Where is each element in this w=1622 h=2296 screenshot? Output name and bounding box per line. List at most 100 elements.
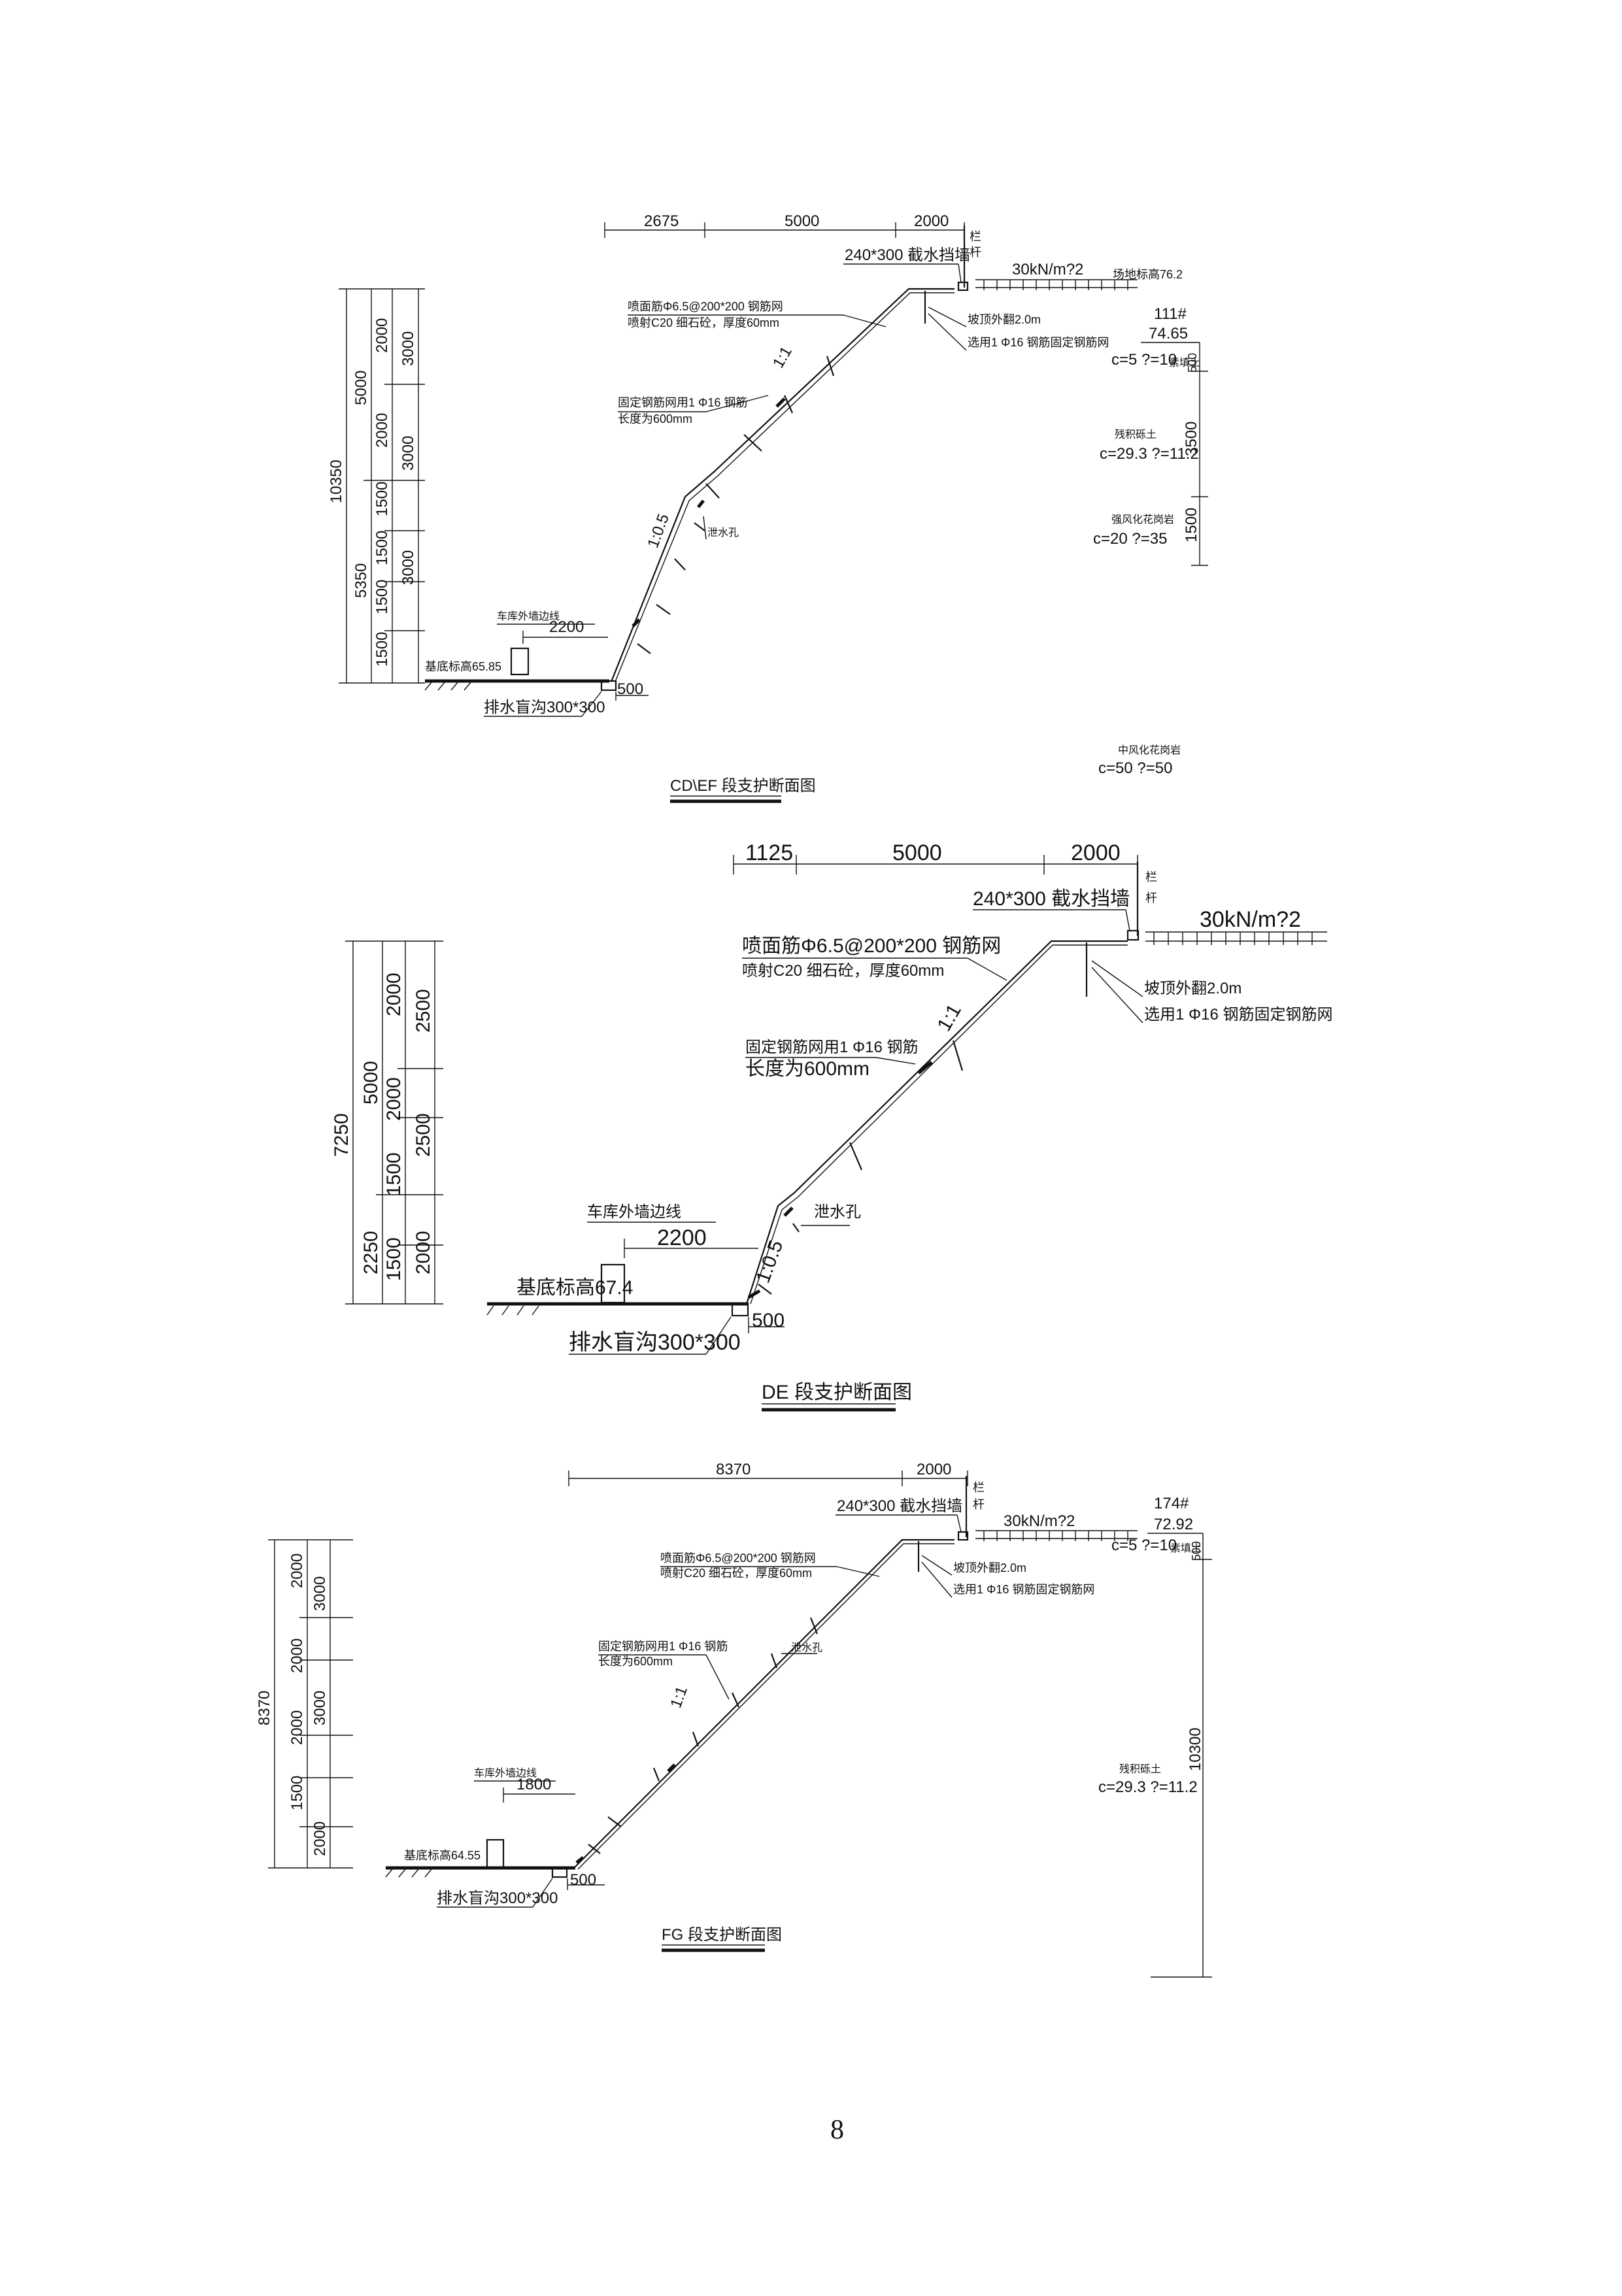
s1-soil-1: 素填土 — [1169, 357, 1200, 369]
s2-left-lower: 2250 — [360, 1231, 382, 1274]
s2-fix-line2: 长度为600mm — [745, 1058, 870, 1080]
s1-soil-4: 中风化花岗岩 — [1118, 744, 1181, 756]
s3-right-dim-1: 500 — [1190, 1541, 1203, 1561]
s3-fix-line1: 固定钢筋网用1 Φ16 钢筋 — [598, 1640, 728, 1653]
s1-bench-6: 1500 — [373, 632, 391, 667]
s1-mesh-line1: 喷面筋Φ6.5@200*200 钢筋网 — [628, 300, 783, 313]
s2-load: 30kN/m?2 — [1200, 907, 1301, 932]
s2-top-dim-3: 2000 — [1071, 840, 1121, 865]
s3-wall-label: 240*300 截水挡墙 — [837, 1497, 962, 1515]
s1-railing-bottom: 杆 — [970, 246, 981, 259]
s2-dim-500: 500 — [752, 1310, 785, 1331]
s1-soil-3: 强风化花岗岩 — [1111, 514, 1174, 525]
s1-soil-2: 残积砾土 — [1115, 429, 1157, 441]
s1-mesh-line2: 喷射C20 细石砼，厚度60mm — [628, 316, 779, 329]
s2-ditch: 排水盲沟300*300 — [569, 1330, 741, 1355]
s1-bench-3: 1500 — [373, 482, 391, 516]
s1-inner-3: 3000 — [399, 550, 417, 585]
s3-bench-2: 2000 — [288, 1639, 306, 1673]
s3-railing-top: 栏 — [973, 1481, 985, 1494]
s1-base-elev: 基底标高65.85 — [425, 660, 501, 673]
s2-railing-top: 栏 — [1145, 871, 1157, 884]
s3-soil-nails — [588, 1541, 920, 1854]
s2-top-dim-2: 5000 — [892, 840, 942, 865]
s1-top-dim-2: 5000 — [785, 212, 819, 230]
s1-right-dim-2: 3500 — [1183, 422, 1200, 456]
s1-soil-nails — [637, 291, 926, 654]
s1-c-phi-2: c=29.3 ?=11.2 — [1100, 445, 1199, 463]
s2-soil-nails — [758, 942, 1088, 1295]
s2-top-dim-1: 1125 — [745, 840, 793, 865]
s3-bench-4: 1500 — [288, 1776, 306, 1810]
s1-title: CD\EF 段支护断面图 — [670, 777, 816, 795]
s1-c-phi-1: c=5 ?=10 — [1111, 351, 1177, 369]
s1-c-phi-3: c=20 ?=35 — [1093, 530, 1167, 548]
s2-bench-4: 1500 — [383, 1237, 405, 1281]
s1-top-dim-3: 2000 — [914, 212, 949, 230]
s1-inner-1: 3000 — [399, 331, 417, 366]
s3-mesh-line1: 喷面筋Φ6.5@200*200 钢筋网 — [660, 1552, 816, 1565]
s1-ground-elev: 场地标高76.2 — [1113, 268, 1183, 281]
s2-fix-line1: 固定钢筋网用1 Φ16 钢筋 — [745, 1039, 919, 1056]
s1-borehole-elev: 74.65 — [1149, 325, 1188, 342]
s3-crest-line1: 坡顶外翻2.0m — [953, 1561, 1026, 1574]
s1-borehole: 111# — [1154, 305, 1187, 323]
s1-slope-upper: 1:1 — [769, 344, 796, 371]
s1-crest-line1: 坡顶外翻2.0m — [968, 313, 1041, 326]
section-fg: 8370 2000 栏 杆 240*300 截水挡墙 30kN/m?2 174#… — [256, 1461, 1212, 1978]
s2-bench-3: 1500 — [383, 1152, 405, 1196]
s2-wall-label: 240*300 截水挡墙 — [973, 888, 1130, 910]
section-cdef: 2675 5000 2000 栏 杆 240*300 截水挡墙 30kN/m?2… — [328, 212, 1208, 803]
page-number: 8 — [830, 2115, 844, 2145]
s2-drain-hole: 泄水孔 — [814, 1203, 861, 1221]
s2-left-upper: 5000 — [360, 1061, 382, 1105]
s1-left-total: 10350 — [328, 459, 345, 503]
s3-drain-hole: 泄水孔 — [791, 1642, 822, 1654]
s3-railing-bottom: 杆 — [973, 1498, 985, 1511]
section-de: 1125 5000 2000 栏 杆 240*300 截水挡墙 30kN/m?2 — [331, 840, 1333, 1412]
s2-car-line: 车库外墙边线 — [587, 1203, 681, 1221]
s1-bench-4: 1500 — [373, 531, 391, 565]
s1-ditch: 排水盲沟300*300 — [484, 699, 605, 716]
s3-fix-line2: 长度为600mm — [598, 1655, 673, 1668]
s2-load-arrows — [1153, 932, 1313, 945]
s3-slope: 1:1 — [667, 1684, 691, 1710]
s2-crest-line1: 坡顶外翻2.0m — [1144, 980, 1242, 997]
s3-borehole-elev: 72.92 — [1154, 1516, 1193, 1533]
s3-soil-1: 素填土 — [1170, 1542, 1202, 1554]
s1-fix-line2: 长度为600mm — [618, 412, 692, 425]
s3-bench-3: 2000 — [288, 1710, 306, 1745]
s1-drain-hole: 泄水孔 — [707, 527, 739, 539]
s1-right-dim-3: 1500 — [1183, 508, 1200, 542]
s3-bench-1: 2000 — [288, 1554, 306, 1588]
s3-c-phi-1: c=5 ?=10 — [1111, 1537, 1177, 1554]
s1-railing-top: 栏 — [970, 230, 981, 243]
s3-dim-500: 500 — [570, 1871, 596, 1889]
s2-inner-2: 2500 — [413, 1113, 434, 1157]
s3-right-dim-2: 10300 — [1187, 1727, 1204, 1771]
s3-inner-3: 2000 — [311, 1822, 329, 1856]
s2-inner-3: 2000 — [413, 1231, 434, 1274]
s1-crest-line2: 选用1 Φ16 钢筋固定钢筋网 — [968, 336, 1109, 349]
s2-bench-2: 2000 — [383, 1077, 405, 1121]
s3-inner-2: 3000 — [311, 1691, 329, 1725]
s1-c-phi-4: c=50 ?=50 — [1098, 759, 1172, 777]
s1-left-upper: 5000 — [352, 371, 370, 405]
s1-bench-5: 1500 — [373, 580, 391, 614]
s2-left-dims — [345, 940, 443, 1305]
s2-mesh-line1: 喷面筋Φ6.5@200*200 钢筋网 — [742, 935, 1001, 957]
s3-load: 30kN/m?2 — [1004, 1512, 1075, 1530]
s3-top-dim-2: 2000 — [917, 1461, 951, 1478]
s3-borehole: 174# — [1154, 1495, 1189, 1512]
s1-top-dim-1: 2675 — [644, 212, 679, 230]
s2-base-elev: 基底标高67.4 — [516, 1277, 633, 1299]
s2-bench-1: 2000 — [383, 973, 405, 1016]
s3-left-total: 8370 — [256, 1691, 273, 1725]
s3-dim-1800: 1800 — [516, 1776, 551, 1793]
s1-load: 30kN/m?2 — [1012, 261, 1083, 278]
s2-inner-1: 2500 — [413, 989, 434, 1033]
s1-load-arrows — [983, 280, 1128, 290]
s1-dim-2200: 2200 — [549, 618, 584, 636]
s3-left-dims — [268, 1539, 353, 1869]
